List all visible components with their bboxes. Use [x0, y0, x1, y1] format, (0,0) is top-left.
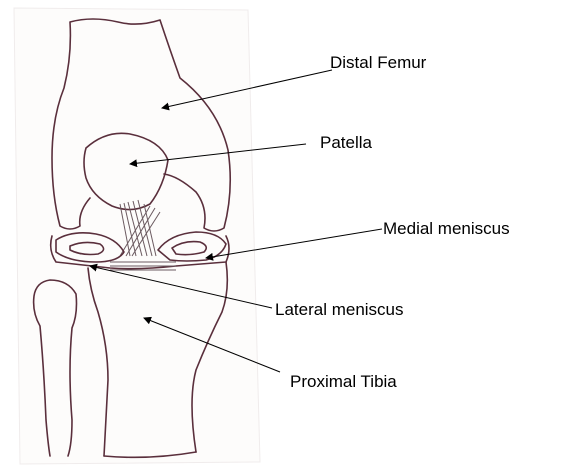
label-patella: Patella: [320, 134, 372, 151]
label-proximal-tibia: Proximal Tibia: [290, 373, 397, 390]
label-medial-meniscus: Medial meniscus: [383, 220, 510, 237]
label-distal-femur: Distal Femur: [330, 54, 426, 71]
label-lateral-meniscus: Lateral meniscus: [275, 301, 404, 318]
